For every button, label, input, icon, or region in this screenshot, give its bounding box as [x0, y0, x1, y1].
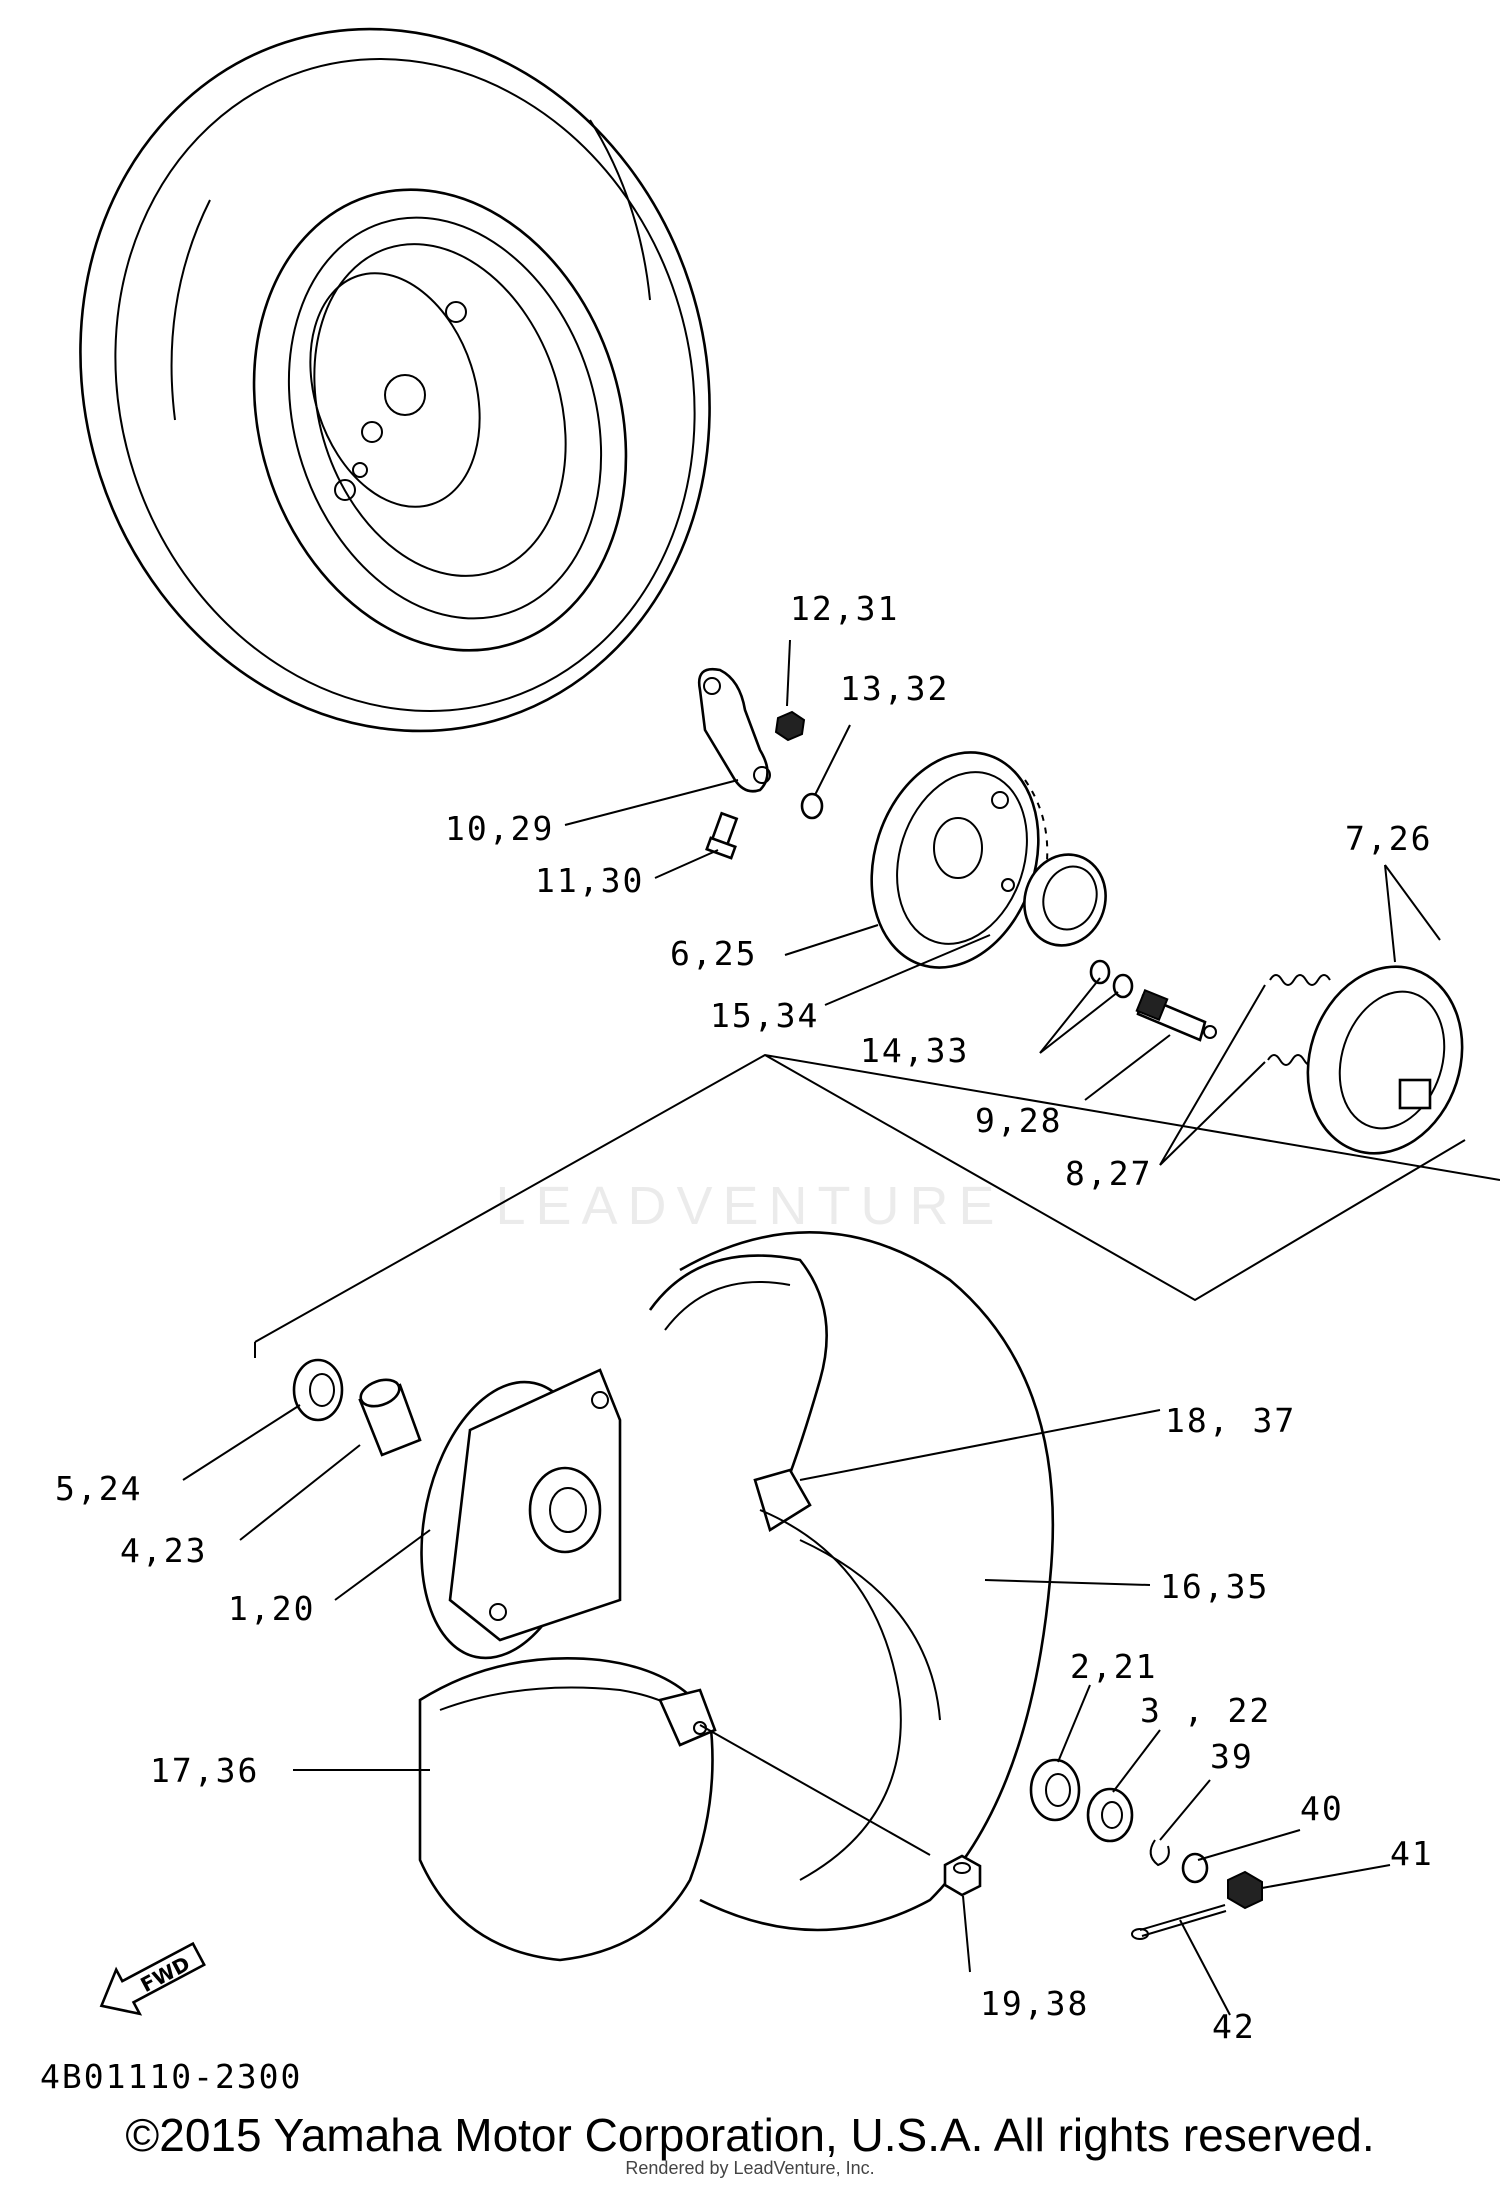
nut-19-38 — [943, 1854, 982, 1897]
wheel-half-17-36 — [418, 1657, 717, 1962]
assembly-bracket-line — [254, 1053, 1500, 1358]
wheel-half-18-37 — [648, 1254, 828, 1533]
callout-label: 9,28 — [975, 1101, 1062, 1140]
fwd-arrow-icon: FWD — [99, 1941, 206, 2016]
brake-lever-bolt — [705, 811, 739, 860]
callout-label: 4,23 — [120, 1531, 207, 1570]
brake-shoe-kit-7-26 — [1306, 965, 1464, 1155]
hub-1-20 — [420, 1368, 622, 1660]
copyright-text: ©2015 Yamaha Motor Corporation, U.S.A. A… — [125, 2109, 1375, 2161]
callout-label: 11,30 — [535, 861, 644, 900]
callout-label: 15,34 — [710, 996, 819, 1035]
washer-40 — [1181, 1852, 1209, 1884]
callout-label: 1,20 — [228, 1589, 315, 1628]
callout-label: 10,29 — [445, 809, 554, 848]
bearing-2-21 — [1029, 1758, 1081, 1822]
rendered-by-text: Rendered by LeadVenture, Inc. — [625, 2158, 875, 2178]
callout-label: 18, 37 — [1165, 1401, 1296, 1440]
callout-label: 8,27 — [1065, 1154, 1152, 1193]
callout-label: 6,25 — [670, 934, 757, 973]
axle-nut-41 — [1227, 1870, 1263, 1910]
brake-lever-nut — [774, 710, 806, 742]
callout-label: 12,31 — [790, 589, 899, 628]
callout-label: 14,33 — [860, 1031, 969, 1070]
spacer-4-23 — [358, 1378, 422, 1457]
callout-label: 41 — [1390, 1834, 1434, 1873]
callout-label: 2,21 — [1070, 1647, 1157, 1686]
watermark-text: LEADVENTURE — [495, 1176, 1005, 1236]
bearing-5-24 — [292, 1358, 344, 1422]
callout-label: 19,38 — [980, 1984, 1089, 2023]
callout-label: 39 — [1210, 1737, 1254, 1776]
callout-label: 17,36 — [150, 1751, 259, 1790]
brake-camshaft-9-28 — [1135, 989, 1217, 1042]
callout-label: 40 — [1300, 1789, 1344, 1828]
circlip-39 — [1149, 1839, 1170, 1867]
callout-label: 3 , 22 — [1140, 1691, 1271, 1730]
assembled-wheel-illustration — [79, 27, 711, 733]
callout-label: 5,24 — [55, 1469, 142, 1508]
leader-lines — [182, 639, 1441, 2016]
callout-label: 13,32 — [840, 669, 949, 708]
o-rings-14-33 — [1089, 959, 1134, 999]
callout-label: 7,26 — [1345, 819, 1432, 858]
diagram-code: 4B01110-2300 — [40, 2057, 302, 2096]
washer-13-32 — [800, 792, 824, 820]
tire-16-35 — [679, 1231, 1055, 1932]
callout-label: 42 — [1212, 2007, 1256, 2046]
callout-label: 16,35 — [1160, 1567, 1269, 1606]
oil-seal-15-34 — [1023, 853, 1107, 947]
brake-camshaft-lever — [697, 667, 771, 793]
oil-seal-3-22 — [1086, 1787, 1134, 1843]
cotter-pin-42 — [1131, 1904, 1227, 1940]
